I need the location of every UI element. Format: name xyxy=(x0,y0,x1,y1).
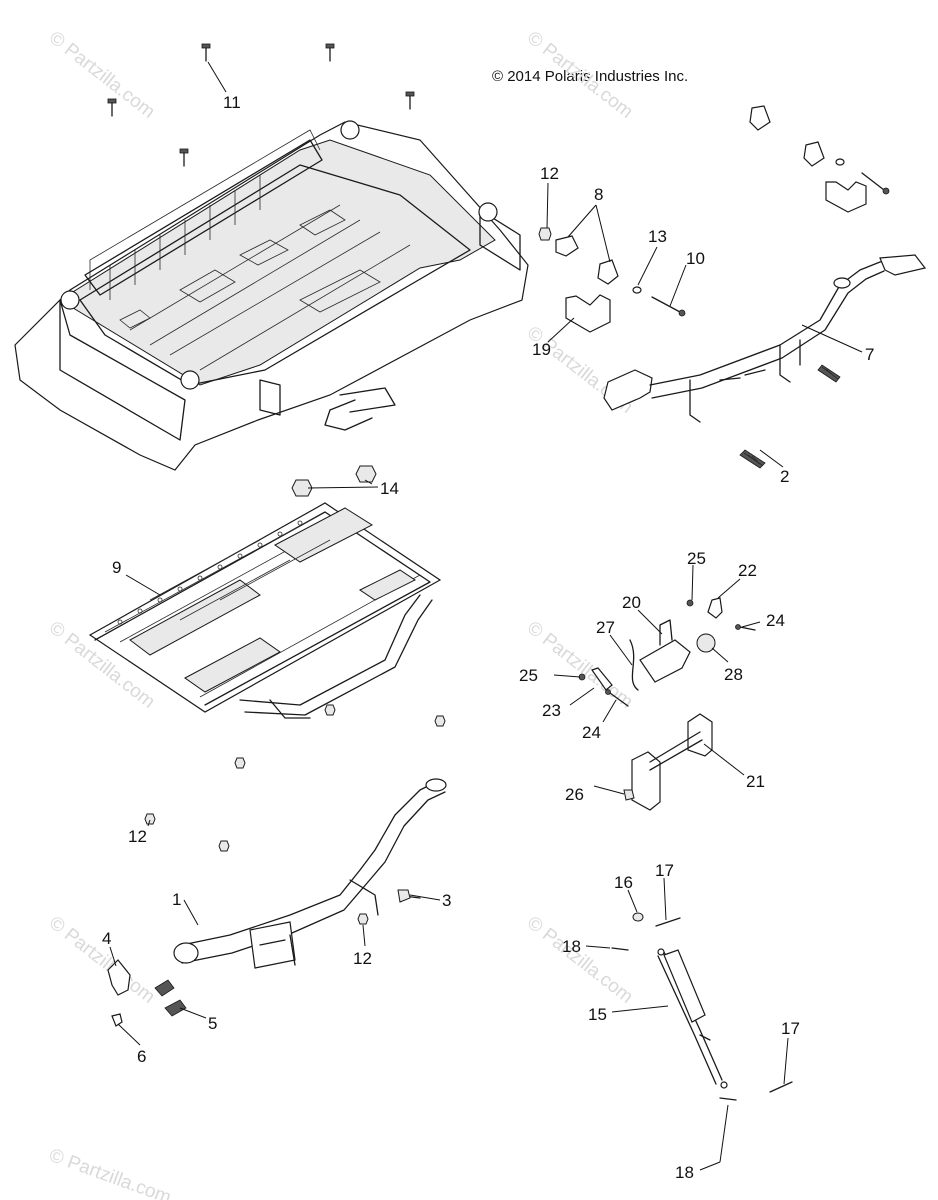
callout-25-mid: 25 xyxy=(519,666,538,685)
callout-23: 23 xyxy=(542,701,561,720)
callout-12-top: 12 xyxy=(540,164,559,183)
bolt-10 xyxy=(651,172,890,317)
callout-28: 28 xyxy=(724,665,743,684)
washer-13 xyxy=(632,158,845,294)
copyright-notice: © 2014 Polaris Industries Inc. xyxy=(492,68,689,85)
callout-6: 6 xyxy=(137,1047,146,1066)
watermark-9: © Partzilla.com xyxy=(46,1145,173,1200)
callout-26: 26 xyxy=(565,785,584,804)
callout-7: 7 xyxy=(865,345,874,364)
callout-17-bottom: 17 xyxy=(781,1019,800,1038)
callout-22: 22 xyxy=(738,561,757,580)
callout-1: 1 xyxy=(172,890,181,909)
callout-16: 16 xyxy=(614,873,633,892)
bolt-3 xyxy=(397,889,421,903)
callout-10: 10 xyxy=(686,249,705,268)
callout-20: 20 xyxy=(622,593,641,612)
bolts-11 xyxy=(107,43,415,167)
callout-24-mid: 24 xyxy=(582,723,601,742)
callout-13: 13 xyxy=(648,227,667,246)
callout-2: 2 xyxy=(780,467,789,486)
bolt-6 xyxy=(111,1013,123,1027)
clamp-4 xyxy=(107,959,131,996)
spring-left xyxy=(739,449,766,469)
pins-17 xyxy=(655,917,793,1093)
callout-24-top: 24 xyxy=(766,611,785,630)
callout-18-bottom: 18 xyxy=(675,1163,694,1182)
clips-8 xyxy=(555,105,825,285)
callout-4: 4 xyxy=(102,929,111,948)
watermark-8: © Partzilla.com xyxy=(523,912,637,1007)
callout-3: 3 xyxy=(442,891,451,910)
watermark-7: © Partzilla.com xyxy=(45,912,159,1007)
callout-14: 14 xyxy=(380,479,399,498)
callout-21: 21 xyxy=(746,772,765,791)
frame-assembly xyxy=(88,502,442,719)
callout-17-top: 17 xyxy=(655,861,674,880)
callout-5: 5 xyxy=(208,1014,217,1033)
watermark-1: © Partzilla.com xyxy=(45,27,159,122)
springs-5 xyxy=(154,979,187,1017)
callout-19: 19 xyxy=(532,340,551,359)
callout-12-rod: 12 xyxy=(353,949,372,968)
gas-strut xyxy=(611,912,737,1101)
watermark-2: © Partzilla.com xyxy=(523,27,637,122)
striker-21 xyxy=(623,713,713,811)
nuts-14 xyxy=(291,465,377,497)
callout-11: 11 xyxy=(223,93,241,112)
callout-9: 9 xyxy=(112,558,121,577)
nuts-12 xyxy=(144,227,552,925)
bracket-19 xyxy=(565,181,867,333)
latch-assembly xyxy=(578,597,756,707)
spring-right xyxy=(817,364,841,383)
callout-15: 15 xyxy=(588,1005,607,1024)
callout-27: 27 xyxy=(596,618,615,637)
cargo-box xyxy=(14,120,529,471)
callout-25-top: 25 xyxy=(687,549,706,568)
callout-12-left: 12 xyxy=(128,827,147,846)
callouts: 11 12 8 13 10 19 7 2 14 9 25 22 xyxy=(102,61,874,1182)
pedal-rod xyxy=(173,778,447,969)
callout-18-top: 18 xyxy=(562,937,581,956)
pedal-assembly xyxy=(324,254,927,469)
callout-8: 8 xyxy=(594,185,603,204)
